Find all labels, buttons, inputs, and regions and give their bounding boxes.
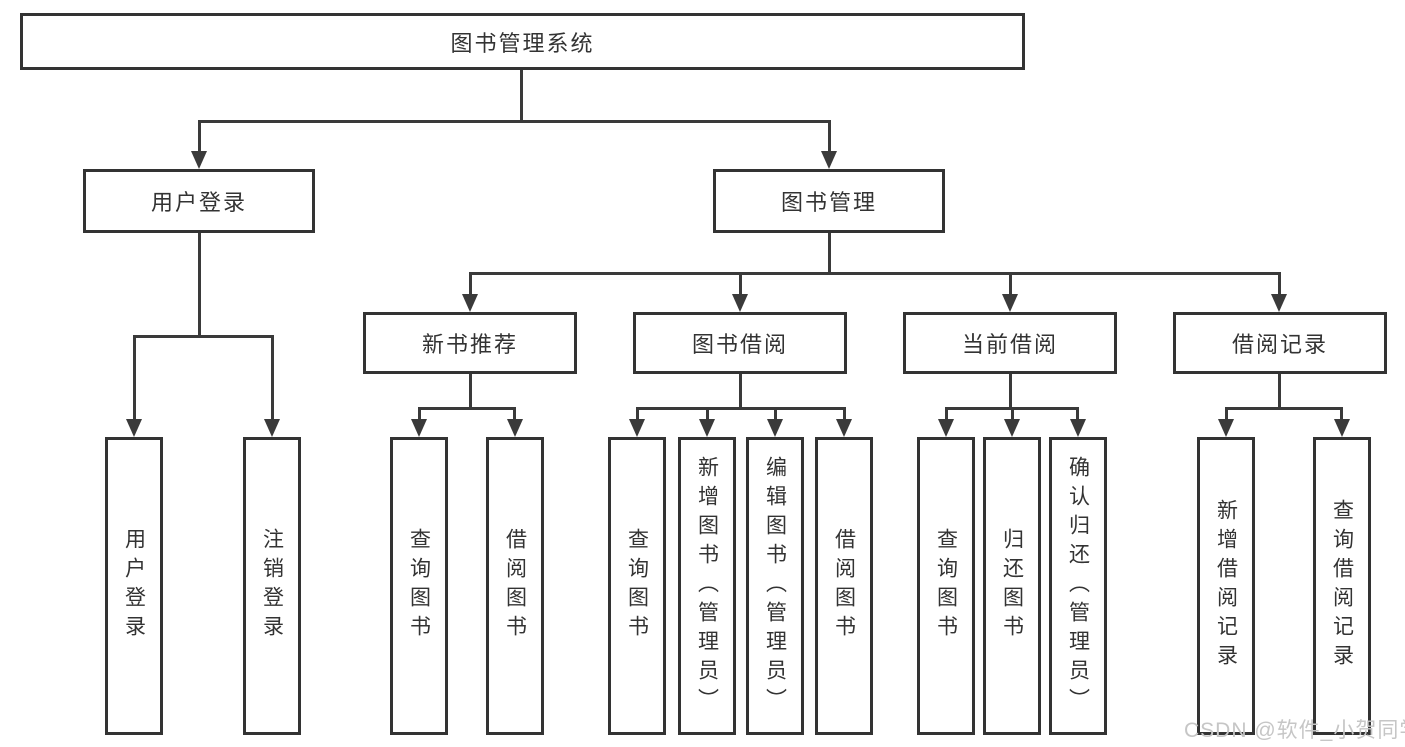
arrow-down-icon xyxy=(191,151,207,169)
node-label: 借阅图书 xyxy=(832,528,856,644)
connector-line xyxy=(945,407,948,421)
leaf-borrow-books: 借阅图书 xyxy=(815,437,873,735)
connector-line xyxy=(1278,374,1281,409)
node-label: 查询图书 xyxy=(934,528,958,644)
arrow-down-icon xyxy=(411,419,427,437)
arrow-down-icon xyxy=(732,294,748,312)
arrow-down-icon xyxy=(507,419,523,437)
arrow-down-icon xyxy=(699,419,715,437)
node-label: 注销登录 xyxy=(260,528,284,644)
node-label: 归还图书 xyxy=(1000,528,1024,644)
arrow-down-icon xyxy=(836,419,852,437)
node-label: 图书借阅 xyxy=(691,332,788,357)
leaf-user-login: 用户登录 xyxy=(105,437,163,735)
node-label: 编辑图书（管理员） xyxy=(763,455,787,717)
arrow-down-icon xyxy=(1218,419,1234,437)
connector-line xyxy=(1009,272,1012,296)
node-label: 查询图书 xyxy=(407,528,431,644)
connector-line xyxy=(1225,407,1228,421)
connector-line xyxy=(1278,272,1281,296)
node-label: 新书推荐 xyxy=(421,332,518,357)
connector-line xyxy=(198,233,201,338)
connector-line xyxy=(520,70,523,122)
arrow-down-icon xyxy=(1334,419,1350,437)
leaf-query-books-current: 查询图书 xyxy=(917,437,975,735)
node-label: 新增图书（管理员） xyxy=(695,455,719,717)
csdn-watermark: CSDN @软件_小贺同学 xyxy=(1184,719,1405,742)
connector-line xyxy=(418,407,516,410)
connector-line xyxy=(636,407,845,410)
leaf-add-books-admin: 新增图书（管理员） xyxy=(678,437,736,735)
arrow-down-icon xyxy=(821,151,837,169)
node-label: 借阅记录 xyxy=(1231,332,1328,357)
arrow-down-icon xyxy=(1004,419,1020,437)
connector-line xyxy=(706,407,709,421)
leaf-query-books-newbook: 查询图书 xyxy=(390,437,448,735)
connector-line xyxy=(198,120,201,153)
connector-line xyxy=(774,407,777,421)
node-label: 图书管理系统 xyxy=(450,30,595,56)
leaf-query-borrow-record: 查询借阅记录 xyxy=(1313,437,1371,735)
node-new-book-recommendation: 新书推荐 xyxy=(363,312,577,374)
connector-line xyxy=(133,335,274,338)
leaf-return-books: 归还图书 xyxy=(983,437,1041,735)
arrow-down-icon xyxy=(264,419,280,437)
connector-line xyxy=(1076,407,1079,421)
connector-line xyxy=(133,335,136,421)
leaf-confirm-return-admin: 确认归还（管理员） xyxy=(1049,437,1107,735)
connector-line xyxy=(828,120,831,153)
node-root-library-management-system: 图书管理系统 xyxy=(20,13,1025,70)
node-label: 用户登录 xyxy=(150,190,247,215)
node-label: 借阅图书 xyxy=(503,528,527,644)
arrow-down-icon xyxy=(126,419,142,437)
arrow-down-icon xyxy=(938,419,954,437)
leaf-add-borrow-record: 新增借阅记录 xyxy=(1197,437,1255,735)
connector-line xyxy=(739,374,742,409)
connector-line xyxy=(1011,407,1014,421)
node-label: 新增借阅记录 xyxy=(1214,499,1238,673)
node-label: 图书管理 xyxy=(780,190,877,215)
node-label: 查询借阅记录 xyxy=(1330,499,1354,673)
connector-line xyxy=(469,374,472,409)
leaf-query-books-borrow: 查询图书 xyxy=(608,437,666,735)
node-current-borrowing: 当前借阅 xyxy=(903,312,1117,374)
leaf-logout: 注销登录 xyxy=(243,437,301,735)
connector-line xyxy=(1225,407,1343,410)
node-label: 当前借阅 xyxy=(961,332,1058,357)
connector-line xyxy=(636,407,639,421)
node-label: 确认归还（管理员） xyxy=(1066,455,1090,717)
arrow-down-icon xyxy=(629,419,645,437)
arrow-down-icon xyxy=(767,419,783,437)
leaf-edit-books-admin: 编辑图书（管理员） xyxy=(746,437,804,735)
connector-line xyxy=(469,272,1281,275)
node-borrowing-records: 借阅记录 xyxy=(1173,312,1387,374)
leaf-borrow-books-newbook: 借阅图书 xyxy=(486,437,544,735)
arrow-down-icon xyxy=(462,294,478,312)
arrow-down-icon xyxy=(1002,294,1018,312)
connector-line xyxy=(1009,374,1012,409)
connector-line xyxy=(843,407,846,421)
connector-line xyxy=(513,407,516,421)
node-book-borrowing: 图书借阅 xyxy=(633,312,847,374)
connector-line xyxy=(828,233,831,274)
node-label: 查询图书 xyxy=(625,528,649,644)
node-user-login: 用户登录 xyxy=(83,169,315,233)
node-book-management: 图书管理 xyxy=(713,169,945,233)
node-label: 用户登录 xyxy=(122,528,146,644)
arrow-down-icon xyxy=(1070,419,1086,437)
arrow-down-icon xyxy=(1271,294,1287,312)
connector-line xyxy=(271,335,274,421)
connector-line xyxy=(198,120,831,123)
connector-line xyxy=(418,407,421,421)
connector-line xyxy=(469,272,472,296)
connector-line xyxy=(1340,407,1343,421)
connector-line xyxy=(739,272,742,296)
